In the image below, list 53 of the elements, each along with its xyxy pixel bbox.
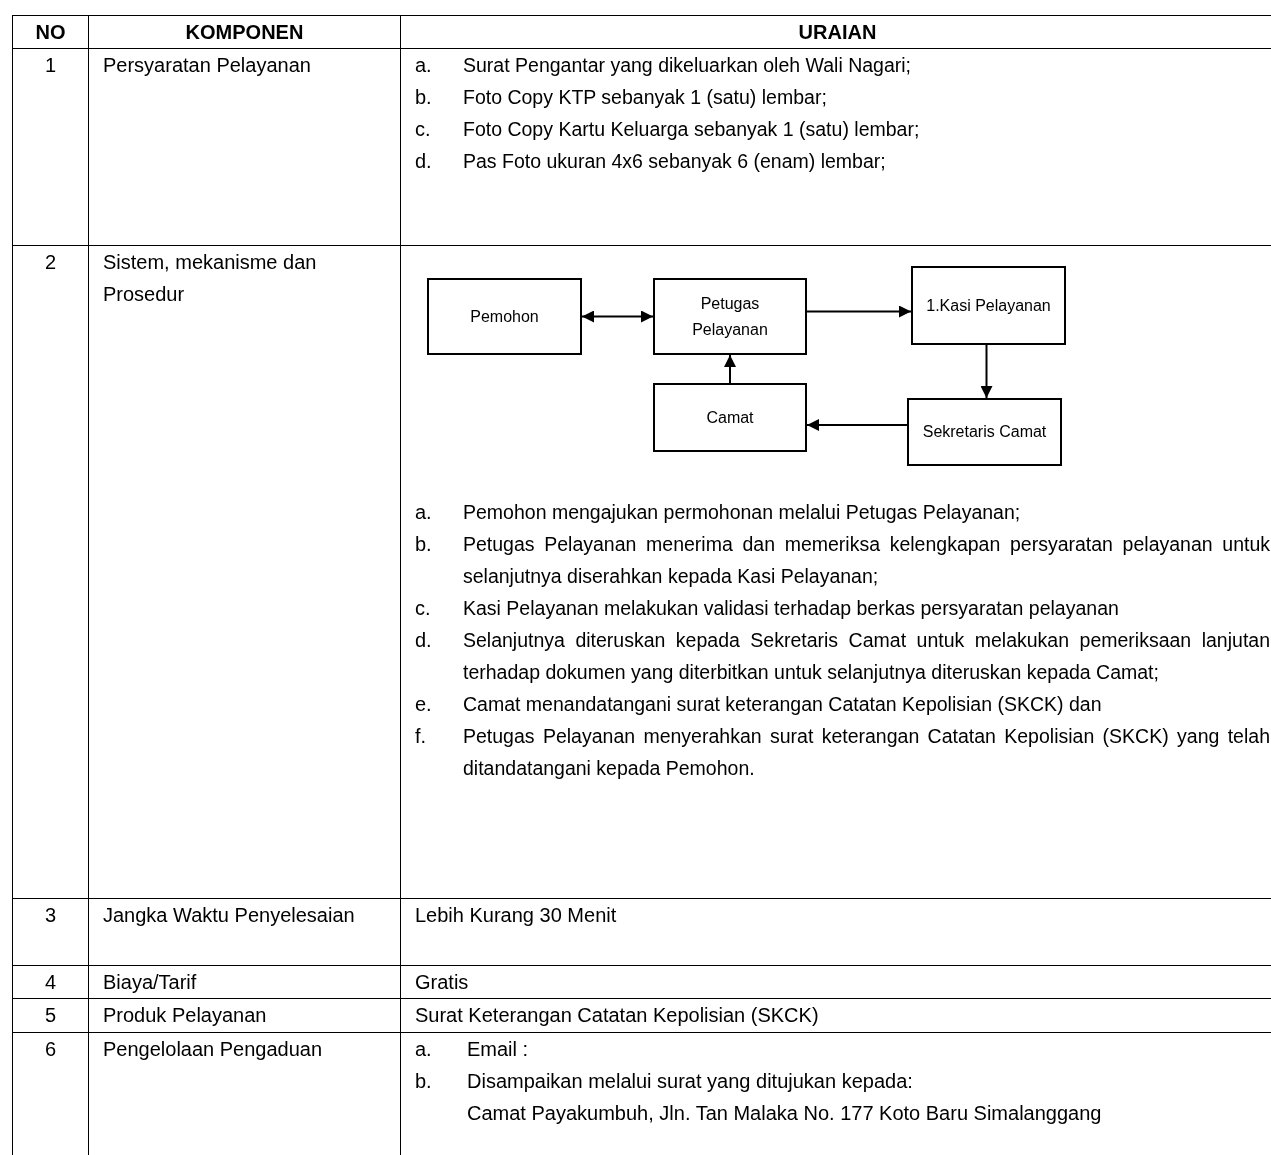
list-item-text: Kasi Pelayanan melakukan validasi terhadap berkas persyaratan pelayanan <box>463 596 1120 621</box>
row-number: 5 <box>43 1003 58 1028</box>
process-box: Petugas Pelayanan <box>653 278 807 355</box>
list-item-text: Foto Copy KTP sebanyak 1 (satu) lembar; <box>463 85 828 110</box>
row-number: 4 <box>43 970 58 995</box>
list-marker: a. <box>415 54 432 76</box>
list-item-text: Camat Payakumbuh, Jln. Tan Malaka No. 177 Koto Baru Simalanggang <box>467 1101 1103 1126</box>
component-label: Persyaratan Pelayanan <box>103 53 312 78</box>
arrow <box>980 344 993 399</box>
cell-text: Gratis <box>415 970 470 995</box>
row-number: 3 <box>43 903 58 928</box>
arrow <box>581 310 654 323</box>
list-marker: d. <box>415 629 432 651</box>
list-item-text: Disampaikan melalui surat yang ditujukan kepada: <box>467 1069 914 1094</box>
list-marker: e. <box>415 693 432 715</box>
list-marker: d. <box>415 150 432 172</box>
arrow <box>806 305 912 318</box>
list-item-text: Selanjutnya diteruskan kepada Sekretaris Camat untuk melakukan pemeriksaan lanjutan terhadap dokumen yang diterbitkan untuk selanjutnya diteruskan kepada Camat; <box>463 628 1270 685</box>
cell-text: Surat Keterangan Catatan Kepolisian (SKCK) <box>415 1003 820 1028</box>
list-marker: f. <box>415 725 427 747</box>
list-item-text: Petugas Pelayanan menyerahkan surat keterangan Catatan Kepolisian (SKCK) yang telah ditandatangani kepada Pemohon. <box>463 724 1270 781</box>
component-label: Jangka Waktu Penyelesaian <box>103 903 356 928</box>
list-marker: b. <box>415 533 432 555</box>
list-item-text: Camat menandatangani surat keterangan Catatan Kepolisian (SKCK) dan <box>463 692 1103 717</box>
list-item-text: Email : <box>467 1037 530 1062</box>
list-item-text: Pemohon mengajukan permohonan melalui Petugas Pelayanan; <box>463 500 1022 525</box>
process-box: Camat <box>653 383 807 452</box>
list-marker: b. <box>415 1070 432 1092</box>
list-marker: c. <box>415 597 431 619</box>
row-number: 6 <box>43 1037 58 1062</box>
process-box: Pemohon <box>427 278 582 355</box>
column-header: KOMPONEN <box>184 20 305 45</box>
list-item-text: Surat Pengantar yang dikeluarkan oleh Wali Nagari; <box>463 53 913 78</box>
row-number: 2 <box>43 250 58 275</box>
column-header: URAIAN <box>797 20 878 45</box>
list-marker: a. <box>415 1038 432 1060</box>
component-label: Pengelolaan Pengaduan <box>103 1037 324 1062</box>
process-box: 1.Kasi Pelayanan <box>911 266 1066 345</box>
process-box: Sekretaris Camat <box>907 398 1062 466</box>
component-label: Produk Pelayanan <box>103 1003 268 1028</box>
arrow <box>724 354 736 384</box>
column-header: NO <box>34 20 67 45</box>
list-marker: b. <box>415 86 432 108</box>
arrow <box>806 419 908 431</box>
list-marker: c. <box>415 118 431 140</box>
list-item-text: Foto Copy Kartu Keluarga sebanyak 1 (satu) lembar; <box>463 117 921 142</box>
list-item-text: Petugas Pelayanan menerima dan memeriksa kelengkapan persyaratan pelayanan untuk selanjutnya diserahkan kepada Kasi Pelayanan; <box>463 532 1270 589</box>
row-number: 1 <box>43 53 58 78</box>
list-item-text: Pas Foto ukuran 4x6 sebanyak 6 (enam) lembar; <box>463 149 887 174</box>
list-marker: a. <box>415 501 432 523</box>
cell-text: Lebih Kurang 30 Menit <box>415 903 618 928</box>
component-label: Biaya/Tarif <box>103 970 198 995</box>
component-label: Sistem, mekanisme dan Prosedur <box>103 250 318 307</box>
